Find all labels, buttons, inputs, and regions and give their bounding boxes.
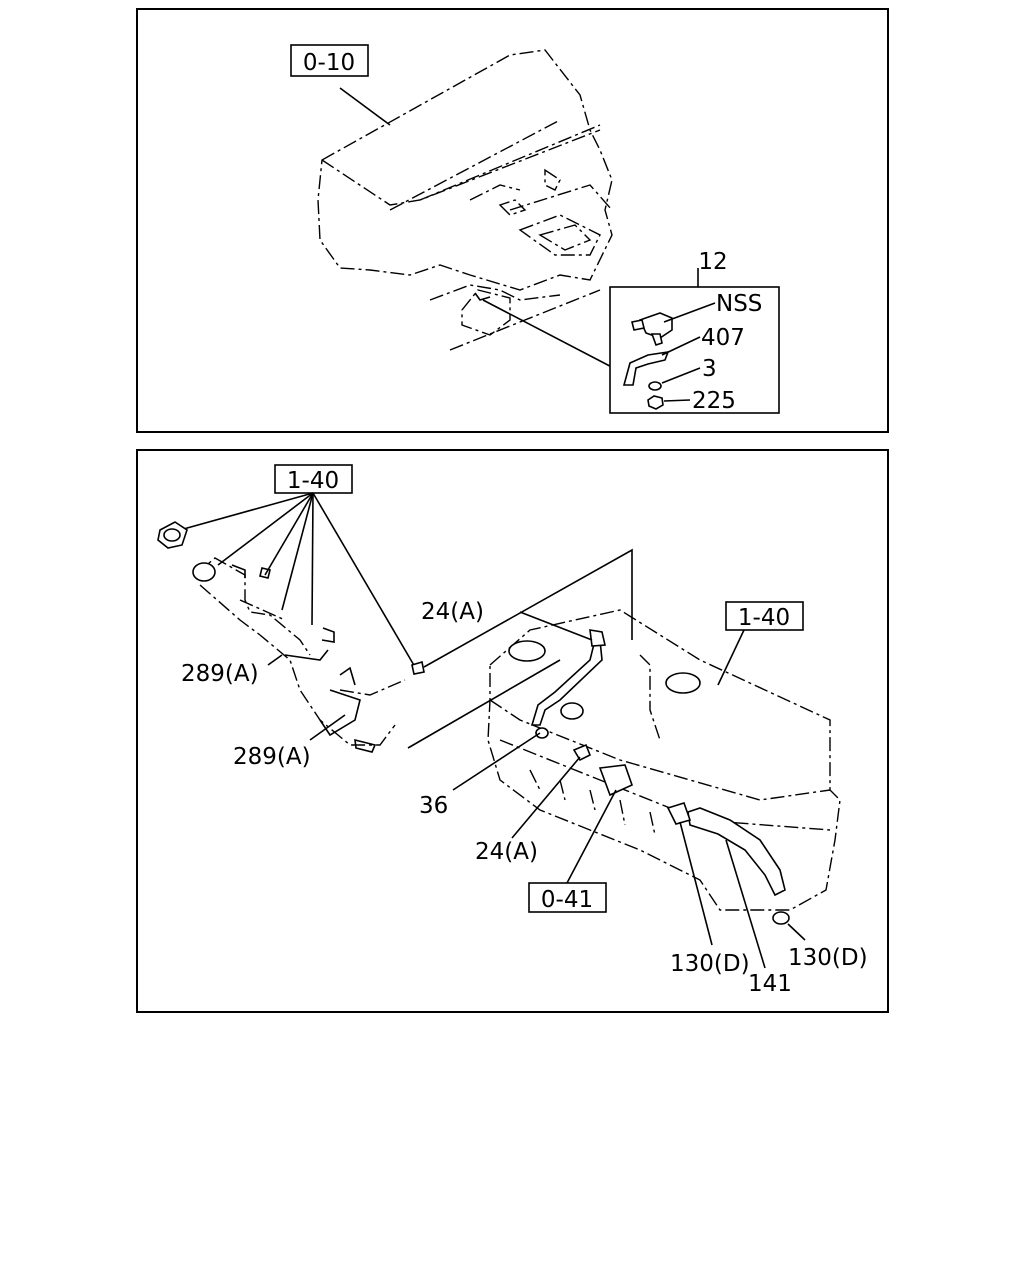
filler-clamps: [284, 627, 377, 753]
label-130d-right: 130(D): [788, 945, 868, 971]
label-130d-left: 130(D): [670, 951, 750, 977]
filler-cap: [157, 521, 188, 549]
leader-fan-1-40: [179, 492, 416, 668]
label-24a-top: 24(A): [421, 599, 484, 625]
mount-bracket: [461, 289, 511, 336]
hose-141: [666, 802, 790, 925]
label-nss: NSS: [716, 291, 762, 317]
fuel-tank: [487, 609, 841, 911]
label-289a-upper: 289(A): [181, 661, 259, 687]
engine-outline: [317, 49, 613, 351]
callout-12: 12: [698, 249, 727, 275]
washer-3: [648, 381, 662, 391]
ref-box-1-40-top: 1-40: [287, 468, 339, 494]
nut-225: [647, 395, 664, 410]
vent-hose: [530, 629, 633, 797]
ref-box-1-40-tank: 1-40: [738, 605, 790, 631]
label-289a-lower: 289(A): [233, 744, 311, 770]
label-3: 3: [702, 356, 717, 382]
label-141: 141: [748, 971, 792, 997]
lower-diagram-panel: [136, 449, 889, 1013]
label-24a-bottom: 24(A): [475, 839, 538, 865]
ref-box-0-10: 0-10: [303, 50, 355, 76]
breather-line: [339, 548, 633, 749]
filler-neck: [192, 557, 396, 746]
ref-box-0-41: 0-41: [541, 887, 593, 913]
bracket-407: [622, 351, 670, 386]
label-225: 225: [692, 388, 736, 414]
pressure-valve: [631, 312, 673, 347]
label-407: 407: [701, 325, 745, 351]
label-36: 36: [419, 793, 448, 819]
